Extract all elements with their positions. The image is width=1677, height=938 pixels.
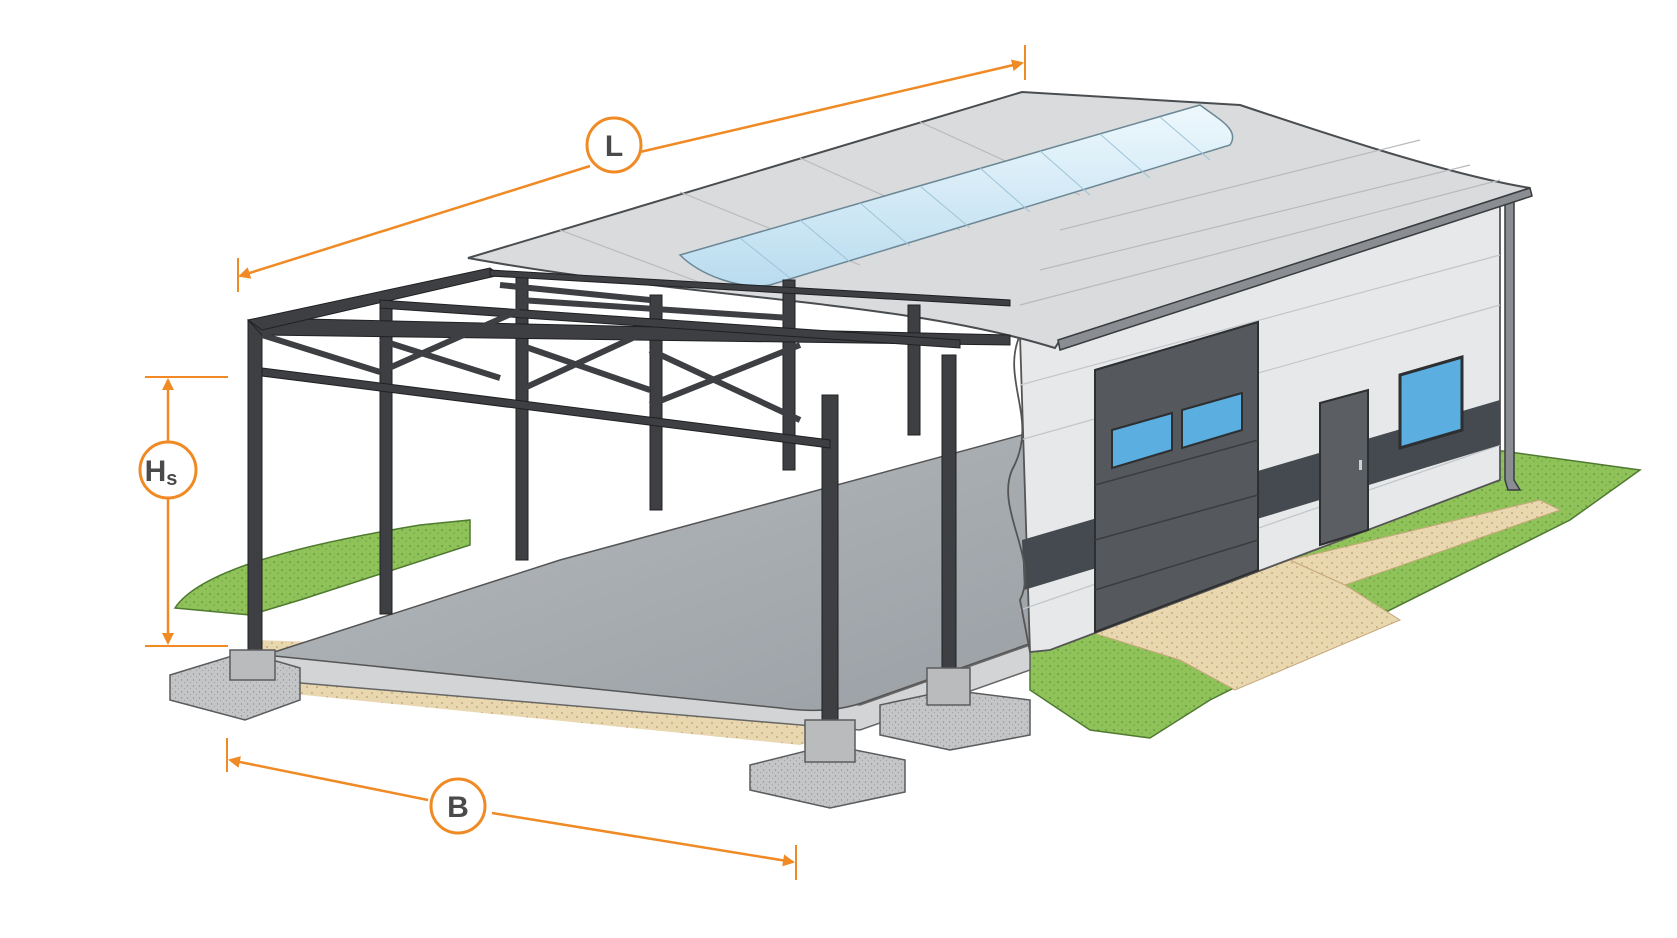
dimension-width-badge [429,777,487,835]
pier-right [926,667,971,706]
pier-left [229,649,276,681]
column-front-left [247,319,263,657]
door-window-left [1111,411,1173,470]
pier-mid [804,719,856,763]
dimension-height-main: H [145,455,167,488]
column-back-5 [907,304,921,436]
dimension-height-label: Hs [145,455,178,490]
column-front-right [941,354,957,674]
foundations [169,649,1031,809]
skylight-ribs [739,116,1211,279]
dimension-side-height: Hs [138,376,228,647]
skylight-strip [678,104,1234,287]
dimension-width: B [226,738,797,880]
purlin-2 [379,299,961,349]
gutter [1057,187,1533,351]
door-handle [1359,460,1362,470]
dimension-width-label: B [447,791,469,824]
dimension-width-line-b [491,811,795,867]
dimension-length: L [237,45,1026,292]
dimension-length-badge [585,116,643,174]
purlin-3 [489,269,1011,307]
path-side [1288,499,1562,586]
downpipe [1504,193,1522,491]
grass-left [173,519,471,616]
dimension-length-line-b [639,59,1024,154]
wall-cut-edge [1007,334,1031,653]
dimension-width-line-a [228,756,429,802]
truss-bracing [261,282,802,423]
dimension-height-badge [138,440,198,500]
dimension-length-label: L [605,130,623,163]
dimension-length-line-a [238,164,591,279]
side-window [1398,355,1464,450]
sectional-door [1094,320,1259,634]
door-window-right [1181,391,1243,450]
purlin-1 [261,367,831,449]
personnel-door [1319,388,1369,547]
dimension-height-subscript: s [166,468,177,490]
